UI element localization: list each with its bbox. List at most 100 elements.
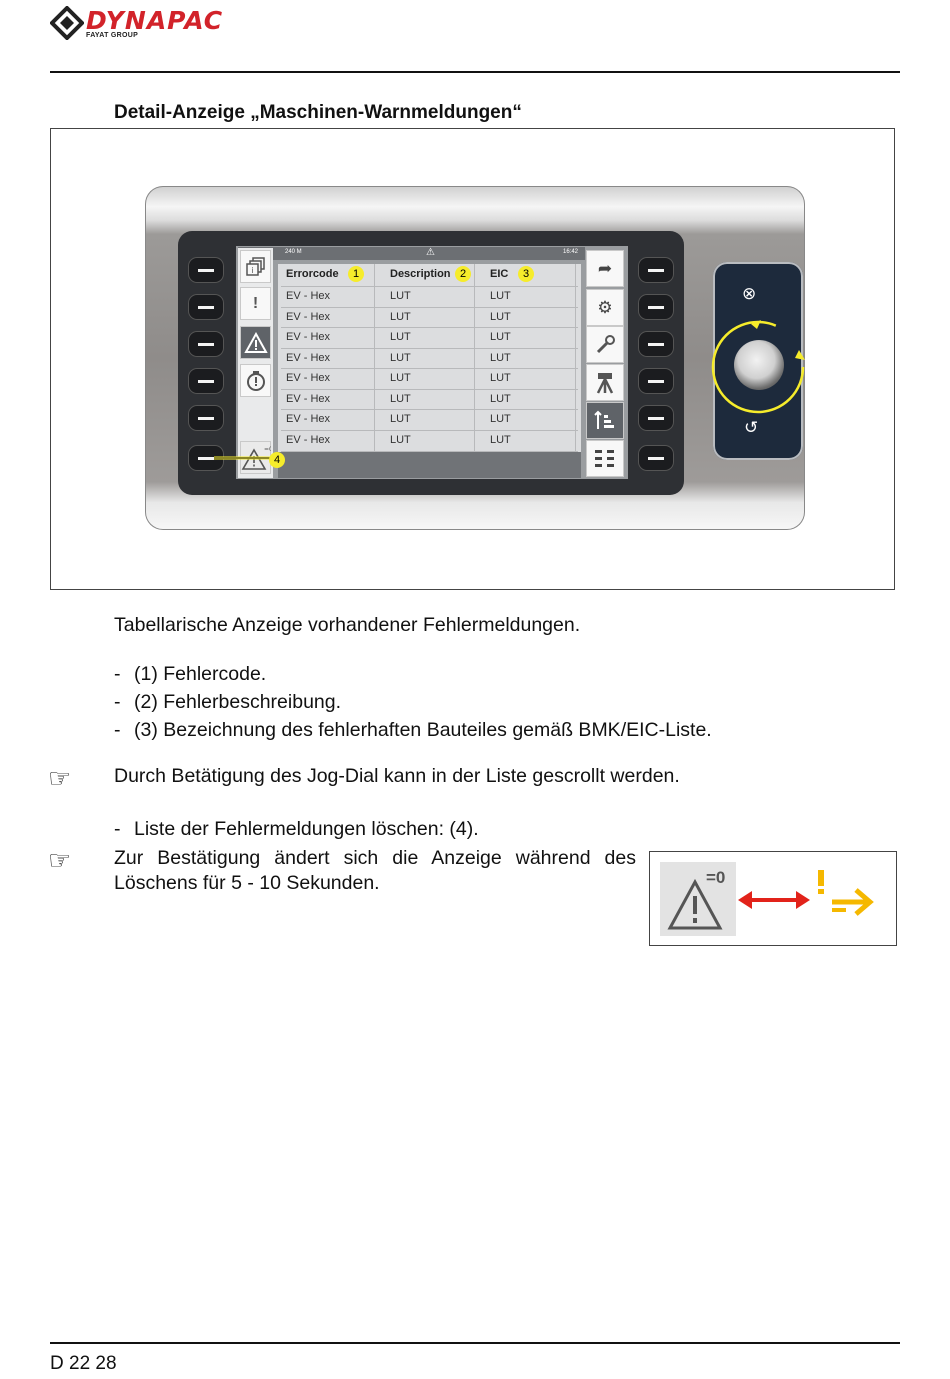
table-cell: LUT: [490, 311, 511, 323]
table-cell: LUT: [390, 413, 411, 425]
table-cell: EV - Hex: [286, 311, 331, 323]
row-divider: [281, 451, 578, 452]
row-divider: [281, 389, 578, 390]
row-divider: [281, 348, 578, 349]
column-header-errorcode[interactable]: Errorcode: [286, 268, 339, 280]
table-cell: LUT: [490, 393, 511, 405]
inset-figure-frame: [649, 851, 897, 946]
settings-gear-icon[interactable]: ⚙: [586, 289, 624, 326]
row-divider: [281, 430, 578, 431]
wrench-icon[interactable]: [586, 326, 624, 363]
softkey-right-4[interactable]: [638, 368, 674, 394]
bullet-dash: -: [114, 818, 121, 840]
error-table: [278, 264, 581, 452]
sort-icon[interactable]: [586, 402, 624, 439]
pointing-hand-icon: ☞: [48, 763, 72, 793]
softkey-left-5[interactable]: [188, 405, 224, 431]
tripod-icon[interactable]: [586, 364, 624, 401]
dynapac-logo-icon: [50, 6, 84, 40]
softkey-right-2[interactable]: [638, 294, 674, 320]
column-header-description[interactable]: Description: [390, 268, 451, 280]
softkey-right-5[interactable]: [638, 405, 674, 431]
forward-arrow-icon[interactable]: ➦: [586, 250, 624, 287]
table-cell: LUT: [490, 372, 511, 384]
pointing-hand-icon: ☞: [48, 845, 72, 875]
bullet-dash: -: [114, 663, 121, 685]
bottom-status-strip: [278, 452, 581, 478]
list-item: (3) Bezeichnung des fehlerhaften Bauteil…: [134, 719, 712, 741]
row-divider: [281, 286, 578, 287]
counter-label: =0: [706, 868, 726, 887]
function-icon[interactable]: ⊗: [742, 284, 757, 303]
table-cell: LUT: [390, 372, 411, 384]
table-cell: EV - Hex: [286, 331, 331, 343]
layers-info-icon[interactable]: i: [240, 250, 271, 283]
list-item: (1) Fehlercode.: [134, 663, 267, 685]
brand-name: DYNAPAC: [86, 6, 224, 35]
softkey-right-6[interactable]: [638, 445, 674, 471]
row-divider: [281, 327, 578, 328]
status-warning-icon: ⚠: [426, 247, 435, 258]
softkey-left-4[interactable]: [188, 368, 224, 394]
bullet-dash: -: [114, 719, 121, 741]
exclamation-icon[interactable]: !: [240, 287, 271, 320]
list-item: (2) Fehlerbeschreibung.: [134, 691, 342, 713]
header-rule: [50, 71, 900, 73]
brand-subtitle: FAYAT GROUP: [86, 32, 139, 39]
figure-frame: [50, 128, 895, 590]
table-cell: LUT: [390, 311, 411, 323]
jog-rotation-arrows: [711, 320, 805, 414]
page-code: D 22 28: [50, 1353, 117, 1374]
softkey-right-1[interactable]: [638, 257, 674, 283]
table-cell: EV - Hex: [286, 393, 331, 405]
left-icon-panel: [238, 248, 273, 478]
softkey-left-3[interactable]: [188, 331, 224, 357]
warning-icon[interactable]: [240, 326, 271, 359]
callout-4-leader: [214, 456, 270, 460]
table-cell: EV - Hex: [286, 413, 331, 425]
callout-4: 4: [269, 452, 285, 468]
table-cell: LUT: [390, 434, 411, 446]
jog-dial-knob[interactable]: [734, 340, 784, 390]
softkey-right-3[interactable]: [638, 331, 674, 357]
status-time: 16:42: [563, 249, 579, 255]
alert-arrow-icon: [818, 870, 874, 916]
table-cell: LUT: [390, 331, 411, 343]
column-divider: [474, 264, 475, 452]
table-cell: LUT: [490, 331, 511, 343]
section-title: Detail-Anzeige „Maschinen-Warnmeldungen“: [114, 102, 522, 123]
softkey-left-2[interactable]: [188, 294, 224, 320]
softkey-left-1[interactable]: [188, 257, 224, 283]
note-text: Durch Betätigung des Jog-Dial kann in de…: [114, 765, 680, 787]
status-bar: 240 M ⚠ 16:42: [238, 247, 585, 260]
engine-icon[interactable]: [240, 364, 271, 397]
table-cell: EV - Hex: [286, 372, 331, 384]
menu-grid-icon[interactable]: [586, 440, 624, 477]
row-divider: [281, 368, 578, 369]
table-cell: EV - Hex: [286, 290, 331, 302]
table-cell: LUT: [490, 290, 511, 302]
note-text: Zur Bestätigung ändert sich die Anzeige …: [114, 847, 636, 894]
status-left-text: 240 M: [285, 249, 302, 255]
callout-1: 1: [348, 266, 364, 282]
column-divider: [374, 264, 375, 452]
table-cell: EV - Hex: [286, 352, 331, 364]
back-icon[interactable]: ↺: [744, 418, 759, 437]
callout-2: 2: [455, 266, 471, 282]
table-cell: LUT: [490, 352, 511, 364]
table-cell: LUT: [390, 393, 411, 405]
table-cell: LUT: [490, 413, 511, 425]
callout-3: 3: [518, 266, 534, 282]
row-divider: [281, 307, 578, 308]
column-header-eic[interactable]: EIC: [490, 268, 509, 280]
list-item: Liste der Fehlermeldungen löschen: (4).: [134, 818, 479, 840]
intro-text: Tabellarische Anzeige vorhandener Fehler…: [114, 614, 581, 636]
column-divider: [575, 264, 576, 452]
double-arrow-icon: [738, 891, 810, 909]
bullet-dash: -: [114, 691, 121, 713]
table-cell: LUT: [390, 352, 411, 364]
row-divider: [281, 409, 578, 410]
table-cell: LUT: [490, 434, 511, 446]
table-cell: LUT: [390, 290, 411, 302]
table-cell: EV - Hex: [286, 434, 331, 446]
